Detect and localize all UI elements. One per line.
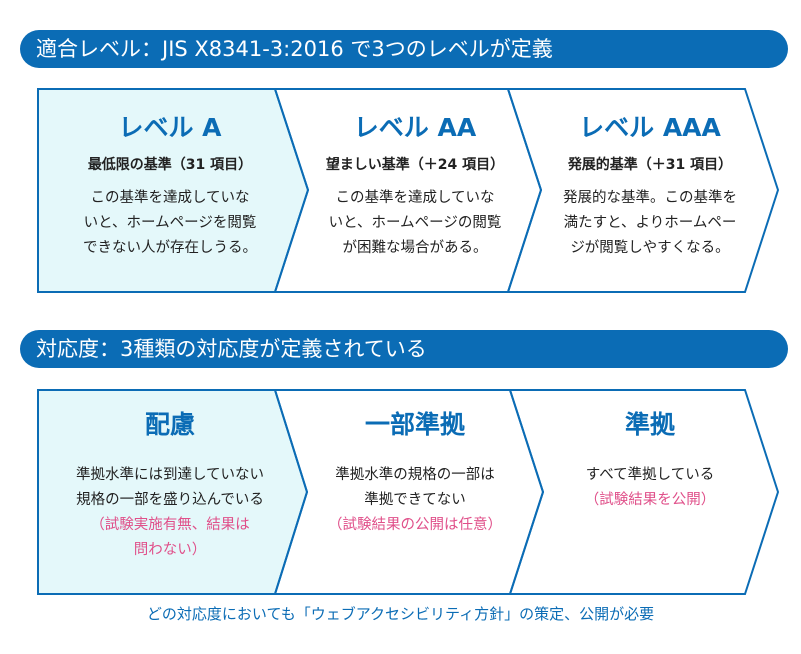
note-line: （試験実施有無、結果は — [90, 517, 250, 533]
degree-partial: 一部準拠 準拠水準の規格の一部は準拠できてない （試験結果の公開は任意） — [295, 405, 535, 538]
desc-line: 準拠できてない — [364, 492, 466, 508]
desc-line: 発展的な基準。この基準を — [563, 190, 737, 206]
degree-full: 準拠 すべて準拠している （試験結果を公開） — [530, 405, 770, 513]
level-name: レベル A — [118, 113, 222, 142]
level-name: レベル AAA — [579, 113, 721, 142]
level-subtitle: 望ましい基準（＋24 項目） — [325, 157, 505, 173]
level-aaa: レベル AAA 発展的基準（＋31 項目） 発展的な基準。この基準を満たすと、よ… — [530, 108, 770, 261]
chevron-full — [508, 389, 780, 595]
desc-line: 準拠水準には到達していない — [75, 467, 265, 483]
desc-line: すべて準拠している — [585, 467, 715, 483]
desc-line: この基準を達成していな — [335, 190, 495, 206]
level-aa: レベル AA 望ましい基準（＋24 項目） この基準を達成していないと、ホームペ… — [295, 108, 535, 261]
desc-line: できない人が存在しうる。 — [83, 240, 257, 256]
level-desc: この基準を達成していないと、ホームページを閲覧できない人が存在しうる。 — [40, 186, 300, 261]
note-line: （試験結果を公開） — [584, 492, 716, 508]
degree-consideration: 配慮 準拠水準には到達していない規格の一部を盛り込んでいる （試験実施有無、結果は… — [40, 405, 300, 563]
note-line: （試験結果の公開は任意） — [328, 517, 502, 533]
desc-line: いと、ホームページの閲覧 — [328, 215, 502, 231]
desc-line: この基準を達成していな — [90, 190, 250, 206]
level-name: レベル AA — [353, 113, 477, 142]
desc-line: が困難な場合がある。 — [342, 240, 488, 256]
degree-name: 配慮 — [144, 410, 195, 439]
note-line: 問わない） — [133, 542, 207, 558]
desc-line: 満たすと、よりホームペー — [563, 215, 737, 231]
desc-line: いと、ホームページを閲覧 — [83, 215, 257, 231]
desc-line: 準拠水準の規格の一部は — [335, 467, 495, 483]
level-desc: 発展的な基準。この基準を満たすと、よりホームページが閲覧しやすくなる。 — [530, 186, 770, 261]
chevron-level-aaa — [506, 88, 780, 293]
level-subtitle: 発展的基準（＋31 項目） — [567, 157, 733, 173]
level-a: レベル A 最低限の基準（31 項目） この基準を達成していないと、ホームページ… — [40, 108, 300, 261]
degree-name: 一部準拠 — [364, 410, 465, 439]
degree-name: 準拠 — [624, 410, 675, 439]
level-subtitle: 最低限の基準（31 項目） — [87, 157, 253, 173]
desc-line: ジが閲覧しやすくなる。 — [570, 240, 730, 256]
footnote: どの対応度においても「ウェブアクセシビリティ方針」の策定、公開が必要 — [146, 605, 655, 623]
section-header-degrees: 対応度：3種類の対応度が定義されている — [20, 330, 788, 368]
desc-line: 規格の一部を盛り込んでいる — [76, 492, 264, 508]
section-header-levels: 適合レベル：JIS X8341-3:2016 で3つのレベルが定義 — [20, 30, 788, 68]
level-desc: この基準を達成していないと、ホームページの閲覧が困難な場合がある。 — [295, 186, 535, 261]
